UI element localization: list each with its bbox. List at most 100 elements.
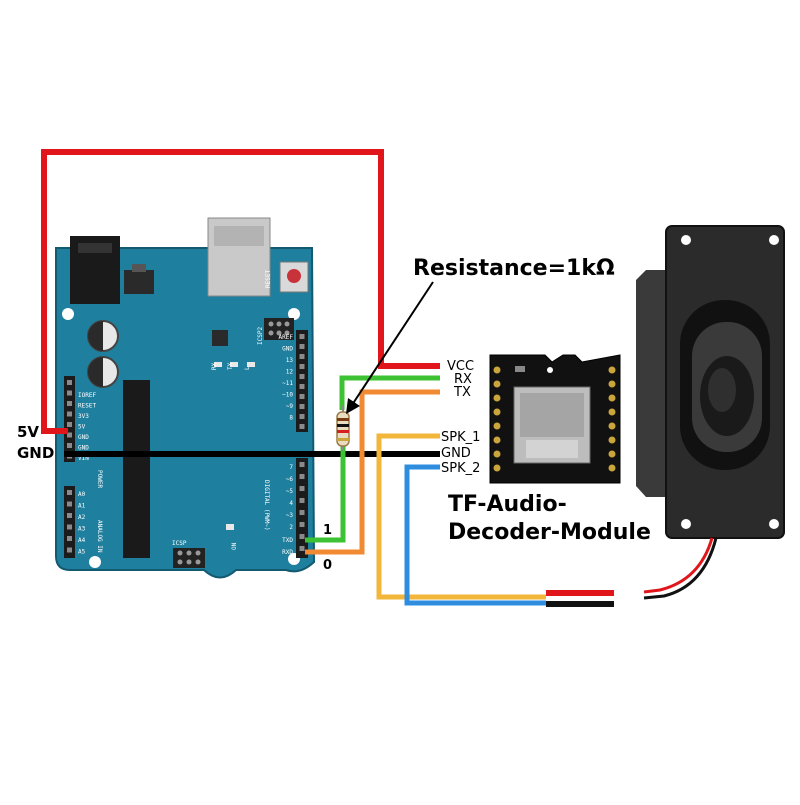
silk-power-pin: 5V xyxy=(78,424,86,431)
rx-wire-lower xyxy=(305,446,346,543)
header-pin xyxy=(67,380,72,385)
header-pin xyxy=(299,384,305,389)
silk-txd: TXD xyxy=(282,537,293,544)
silk-analog-in: ANALOG IN xyxy=(96,520,103,553)
silk-digital-pin: 7 xyxy=(289,464,293,471)
silk-digital-pin: 2 xyxy=(289,524,293,531)
resistance-title: Resistance=1kΩ xyxy=(413,256,615,281)
silk-digital-pin: ~10 xyxy=(282,392,293,399)
silk-power-pin: RESET xyxy=(78,403,96,410)
header-pin xyxy=(299,394,305,399)
module-pin-spk2: SPK_2 xyxy=(441,461,481,476)
header-pin xyxy=(299,474,305,479)
pin-number-0: 0 xyxy=(323,558,333,573)
module-pin xyxy=(493,408,501,416)
silk-l: L xyxy=(244,366,251,370)
wires xyxy=(41,149,614,607)
module-pin xyxy=(493,422,501,430)
digital-header-low xyxy=(296,458,308,558)
header-pin xyxy=(67,490,72,495)
silk-analog-pin: A3 xyxy=(78,526,86,533)
analog-header xyxy=(64,486,75,558)
silk-digital-pin: 8 xyxy=(289,415,293,422)
silk-analog-pin: A1 xyxy=(78,503,86,510)
header-pin xyxy=(67,432,72,438)
microcontroller-chip xyxy=(123,380,150,558)
module-pin xyxy=(493,366,501,374)
module-pin xyxy=(608,394,616,402)
silk-power-pin: GND xyxy=(78,434,89,441)
module-pin xyxy=(608,450,616,458)
header-pin xyxy=(299,374,305,379)
module-pin xyxy=(493,380,501,388)
silk-digital-pin: AREF xyxy=(279,334,294,341)
silk-digital-pin: ~6 xyxy=(286,476,294,483)
usb-chip xyxy=(212,330,228,346)
digital-header-high xyxy=(296,330,308,432)
label-gnd: GND xyxy=(17,444,55,462)
header-pin xyxy=(299,486,305,491)
rx-wire xyxy=(339,375,440,410)
header-pin xyxy=(299,522,305,527)
mount-hole xyxy=(288,308,300,320)
header-pin xyxy=(67,547,72,553)
pin-number-1: 1 xyxy=(323,523,333,538)
module-name-line1: TF-Audio- xyxy=(448,492,567,517)
header-pin xyxy=(299,404,305,409)
silk-digital-pin: 12 xyxy=(286,369,294,376)
silk-analog-pin: A2 xyxy=(78,514,86,521)
silk-power-pin: VIN xyxy=(78,455,89,462)
silk-digital-pin: GND xyxy=(282,346,293,353)
header-pin xyxy=(299,364,305,369)
module-pin-vcc: VCC xyxy=(447,359,475,374)
header-pin xyxy=(67,390,72,396)
spk2-wire xyxy=(404,464,546,606)
header-pin xyxy=(299,334,305,339)
header-pin xyxy=(67,501,72,507)
icsp-header xyxy=(173,548,205,568)
silk-digital-pin: ~11 xyxy=(282,380,293,387)
mount-hole xyxy=(62,308,74,320)
header-pin xyxy=(299,462,305,467)
header-pin xyxy=(299,424,305,429)
mount-hole xyxy=(89,556,101,568)
module-name-line2: Decoder-Module xyxy=(448,520,651,545)
module-pin-spk1: SPK_1 xyxy=(441,430,481,445)
silk-power-pin: IOREF xyxy=(78,392,96,399)
spk1-wire xyxy=(376,433,546,600)
silk-power-pin: 3V3 xyxy=(78,413,89,420)
header-pin xyxy=(67,443,72,448)
tf-audio-decoder-module xyxy=(489,354,621,484)
silk-reset: RESET xyxy=(265,270,272,288)
tx-wire xyxy=(305,389,440,555)
silk-digital-pin: 13 xyxy=(286,357,294,364)
module-pin xyxy=(608,422,616,430)
module-pin-gnd: GND xyxy=(441,446,471,461)
module-pin-tx: TX xyxy=(454,385,471,400)
header-pin xyxy=(67,411,72,417)
module-pin xyxy=(608,464,616,472)
silk-icsp2: ICSP2 xyxy=(257,327,264,345)
header-pin xyxy=(299,414,305,419)
on-led xyxy=(226,524,234,530)
module-pin xyxy=(608,436,616,444)
module-pin xyxy=(608,366,616,374)
silk-power: POWER xyxy=(96,470,103,488)
silk-digital: DIGITAL (PWM~) xyxy=(263,480,270,531)
module-pin-rx: RX xyxy=(454,372,472,387)
speaker xyxy=(636,225,785,600)
header-pin xyxy=(67,536,72,541)
header-pin xyxy=(67,422,72,427)
resistor-pointer-arrow xyxy=(346,281,434,414)
voltage-regulator xyxy=(124,270,154,294)
silk-rxd: RXD xyxy=(282,549,293,556)
silk-analog-pin: A4 xyxy=(78,537,86,544)
module-pin xyxy=(493,450,501,458)
label-5v: 5V xyxy=(17,423,40,441)
silk-tx: TX xyxy=(227,362,234,370)
header-pin xyxy=(67,524,72,530)
header-pin xyxy=(67,401,72,406)
